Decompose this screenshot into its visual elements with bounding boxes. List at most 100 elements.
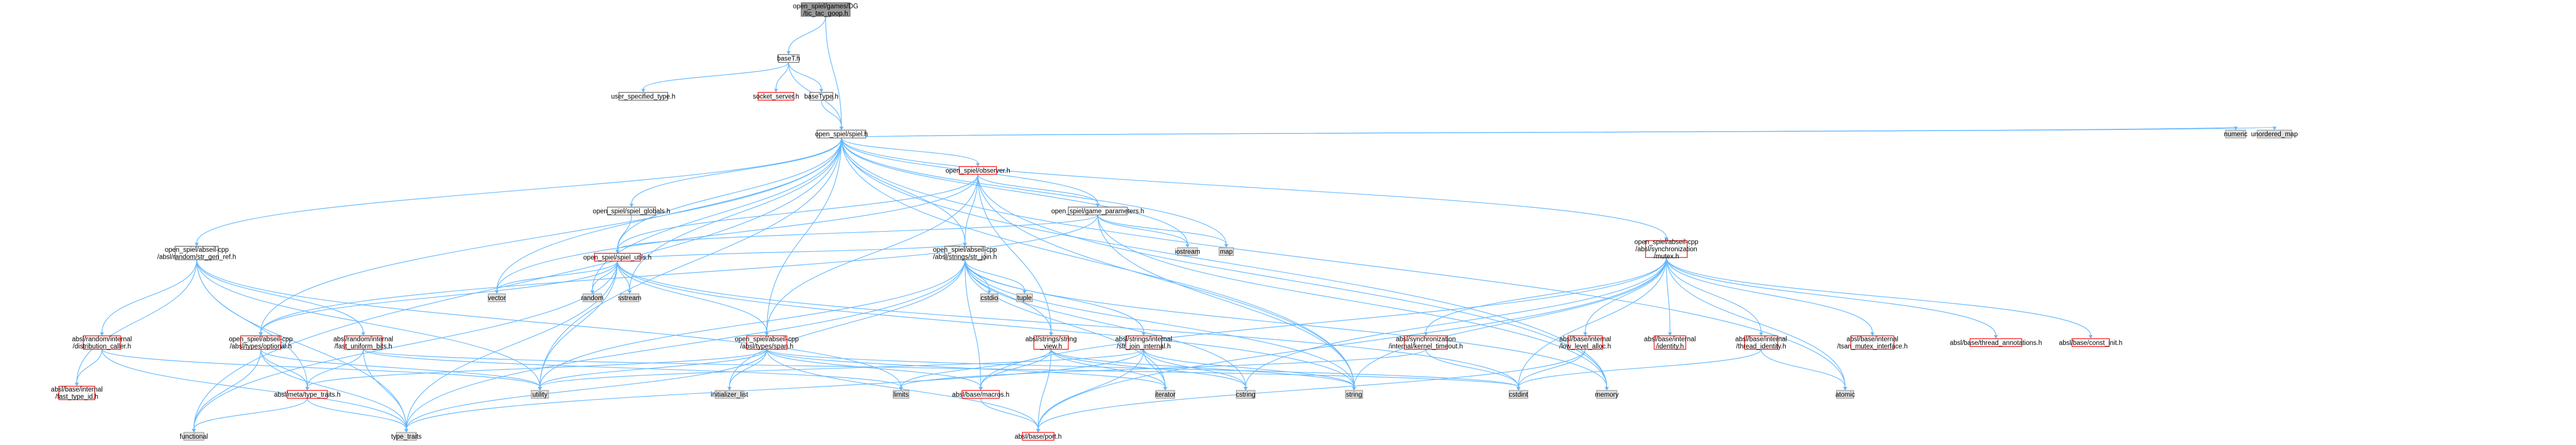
edge-dist_caller-to-type_traits xyxy=(101,349,407,429)
node-str_gen-label-0: open_spiel/abseil-cpp xyxy=(165,247,229,254)
node-identity-box xyxy=(1654,335,1686,350)
arrowhead-span-to-initializer_list xyxy=(727,387,732,391)
node-vector[interactable]: vector xyxy=(488,293,506,302)
node-thread_identity[interactable]: absl/base/internal/thread_identity.h xyxy=(1735,335,1787,350)
edge-fast_uniform-to-cstdint xyxy=(362,349,1519,388)
node-kernel_timeout[interactable]: absl/synchronization/internal/kernel_tim… xyxy=(1389,335,1463,350)
node-str_join_internal[interactable]: absl/strings/internal/str_join_internal.… xyxy=(1115,335,1172,350)
node-tsan[interactable]: absl/base/internal/tsan_mutex_interface.… xyxy=(1837,335,1908,350)
arrowhead-mutex-to-thread_annotations xyxy=(1994,335,1998,339)
node-iterator[interactable]: iterator xyxy=(1155,390,1176,399)
node-string_view[interactable]: absl/strings/string_view.h xyxy=(1025,335,1077,350)
node-socket-box xyxy=(758,92,794,101)
node-identity[interactable]: absl/base/internal/identity.h xyxy=(1644,335,1696,350)
node-fast_type_id-label-0: absl/base/internal xyxy=(51,386,103,393)
node-memory[interactable]: memory xyxy=(1595,390,1619,399)
edge-kernel_timeout-to-limits xyxy=(901,349,1427,388)
node-utility[interactable]: utility xyxy=(531,390,549,399)
node-port[interactable]: absl/base/port.h xyxy=(1015,432,1062,441)
arrowhead-baseT-to-baseType xyxy=(819,89,824,93)
edge-low_level_alloc-to-port xyxy=(1037,349,1586,429)
dependency-nodes: open_spiel/games/DG/tic_tac_goop.h baseT.… xyxy=(51,2,2298,441)
node-vector-box xyxy=(488,293,506,302)
node-limits[interactable]: limits xyxy=(893,390,910,399)
node-dist_caller[interactable]: absl/random/internal/distribution_caller… xyxy=(72,335,132,350)
node-atomic-box xyxy=(1836,390,1855,399)
node-type_traits[interactable]: type_traits xyxy=(391,432,422,441)
node-game_params[interactable]: open_spiel/game_parameters.h xyxy=(1051,206,1144,216)
edge-str_join-to-tuple xyxy=(964,259,1025,291)
node-baseType[interactable]: baseType.h xyxy=(804,92,839,101)
node-tuple[interactable]: tuple xyxy=(1016,293,1033,302)
node-type_traits-box xyxy=(396,432,417,441)
node-tuple-label-0: tuple xyxy=(1017,295,1032,302)
node-cstdint[interactable]: cstdint xyxy=(1508,390,1528,399)
node-span-label-0: open_spiel/abseil-cpp xyxy=(735,336,798,343)
arrowhead-str_gen-to-fast_uniform xyxy=(361,332,365,336)
arrowhead-span-to-type_traits_h xyxy=(305,387,310,391)
node-type_traits_h[interactable]: absl/meta/type_traits.h xyxy=(274,390,341,399)
node-thread_annotations[interactable]: absl/base/thread_annotations.h xyxy=(1950,338,2042,347)
edge-spiel-to-span xyxy=(766,137,842,333)
node-mutex[interactable]: open_spiel/abseil-cpp/absl/synchronizati… xyxy=(1635,239,1698,260)
arrowhead-type_traits_h-to-functional xyxy=(192,429,196,433)
node-low_level_alloc[interactable]: absl/base/internal/low_level_alloc.h xyxy=(1559,335,1611,350)
edge-mutex-to-port xyxy=(1037,257,1667,429)
node-span[interactable]: open_spiel/abseil-cpp/absl/types/span.h xyxy=(735,335,799,350)
node-atomic[interactable]: atomic xyxy=(1836,390,1855,399)
node-unordered_map-label-0: unordered_map xyxy=(2251,131,2297,138)
node-map[interactable]: map xyxy=(1218,247,1234,256)
node-str_gen-label-1: /absl/random/str_gen_ref.h xyxy=(157,254,236,260)
edge-spiel-to-unordered_map xyxy=(841,126,2275,139)
node-optional[interactable]: open_spiel/abseil-cpp/absl/types/optiona… xyxy=(229,335,293,350)
node-str_join_internal-label-1: /str_join_internal.h xyxy=(1117,343,1171,350)
node-const_init-box xyxy=(2071,338,2110,347)
node-baseT[interactable]: baseT.h xyxy=(777,54,800,63)
node-socket[interactable]: socket_server.h xyxy=(753,92,800,101)
node-kernel_timeout-label-0: absl/synchronization xyxy=(1396,336,1455,343)
node-cstdio-box xyxy=(980,293,999,302)
edge-spiel-to-observer xyxy=(841,137,979,163)
node-const_init[interactable]: absl/base/const_init.h xyxy=(2059,338,2123,347)
node-string[interactable]: string xyxy=(1345,390,1364,399)
node-str_join[interactable]: open_spiel/abseil-cpp/absl/strings/str_j… xyxy=(933,245,997,260)
node-globals[interactable]: open_spiel/spiel_globals.h xyxy=(593,206,670,216)
node-random[interactable]: random xyxy=(581,293,604,302)
edge-spiel-to-vector xyxy=(496,137,842,291)
node-unordered_map[interactable]: unordered_map xyxy=(2251,129,2298,139)
node-spiel[interactable]: open_spiel/spiel.h xyxy=(815,129,868,139)
node-low_level_alloc-box xyxy=(1567,335,1603,350)
arrowhead-spiel-to-observer xyxy=(976,163,980,167)
node-iostream[interactable]: iostream xyxy=(1175,247,1200,256)
node-root[interactable]: open_spiel/games/DG/tic_tac_goop.h xyxy=(793,2,859,17)
edge-spiel-to-functional xyxy=(193,137,842,429)
node-user_spec[interactable]: user_specified_type.h xyxy=(611,92,675,101)
edge-fast_uniform-to-type_traits xyxy=(362,349,407,429)
node-spiel_utils-label-0: open_spiel/spiel_utils.h xyxy=(584,254,652,261)
node-macros[interactable]: absl/base/macros.h xyxy=(952,390,1010,399)
node-fast_type_id-label-1: /fast_type_id.h xyxy=(55,394,98,401)
arrowhead-mutex-to-cstring xyxy=(1243,387,1248,391)
node-cstdint-box xyxy=(1508,390,1528,399)
node-sstream[interactable]: sstream xyxy=(618,293,642,302)
node-baseType-box xyxy=(809,92,833,101)
node-mutex-label-2: /mutex.h xyxy=(1654,254,1679,260)
node-cstring[interactable]: cstring xyxy=(1236,390,1256,399)
node-observer[interactable]: open_spiel/observer.h xyxy=(945,166,1010,175)
node-spiel_utils[interactable]: open_spiel/spiel_utils.h xyxy=(584,252,652,262)
node-random-box xyxy=(582,293,603,302)
edge-spiel-to-map xyxy=(841,137,1227,244)
arrowhead-str_gen-to-dist_caller xyxy=(100,332,104,336)
edge-span-to-type_traits_h xyxy=(307,349,767,388)
node-initializer_list[interactable]: initializer_list xyxy=(710,390,748,399)
node-cstdio[interactable]: cstdio xyxy=(980,293,999,302)
node-fast_type_id[interactable]: absl/base/internal/fast_type_id.h xyxy=(51,386,103,401)
node-str_gen[interactable]: open_spiel/abseil-cpp/absl/random/str_ge… xyxy=(157,245,236,260)
node-fast_uniform[interactable]: absl/random/internal/fast_uniform_bits.h xyxy=(333,335,393,350)
node-numeric[interactable]: numeric xyxy=(2224,129,2247,139)
edge-baseT-to-user_spec xyxy=(643,62,789,89)
edge-dist_caller-to-fast_type_id xyxy=(76,349,103,383)
edge-spiel_utils-to-sstream xyxy=(617,261,630,291)
node-functional[interactable]: functional xyxy=(180,432,208,441)
